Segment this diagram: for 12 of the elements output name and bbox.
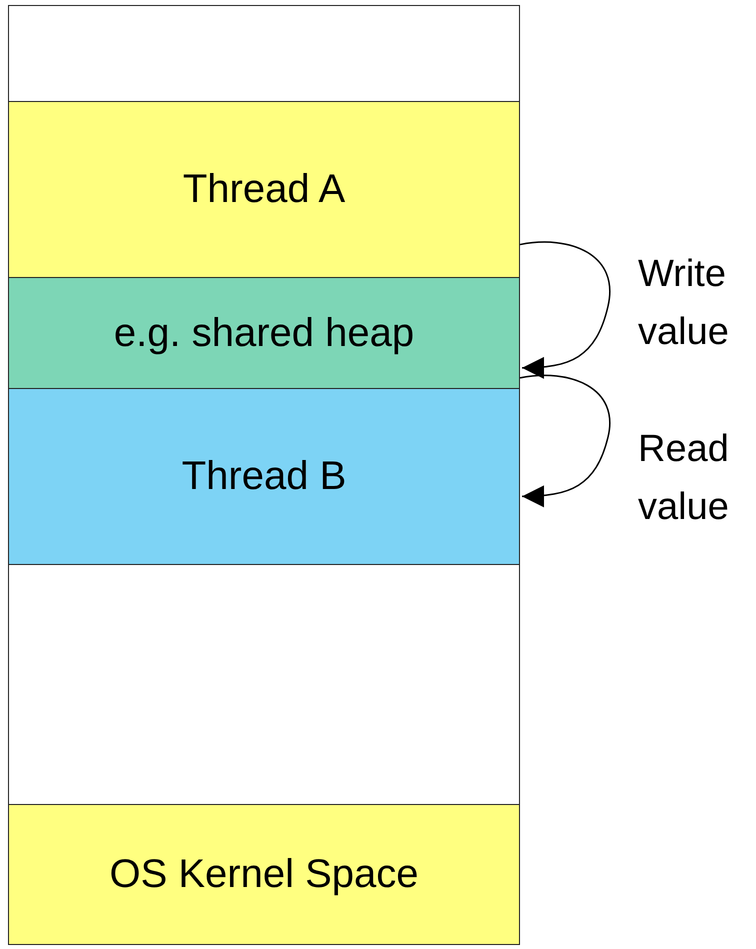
curved-arrow xyxy=(520,374,610,507)
segment-label: Thread A xyxy=(182,167,346,212)
segment-label: OS Kernel Space xyxy=(109,852,419,897)
segment-label: Thread B xyxy=(182,454,346,499)
empty-memory-segment xyxy=(8,5,520,102)
memory-segment xyxy=(8,278,520,389)
memory-segment xyxy=(8,389,520,565)
segment-label: e.g. shared heap xyxy=(114,310,414,356)
empty-memory-segment xyxy=(8,565,520,805)
memory-segment xyxy=(8,102,520,278)
memory-segment xyxy=(8,805,520,945)
curved-arrow xyxy=(520,241,610,378)
